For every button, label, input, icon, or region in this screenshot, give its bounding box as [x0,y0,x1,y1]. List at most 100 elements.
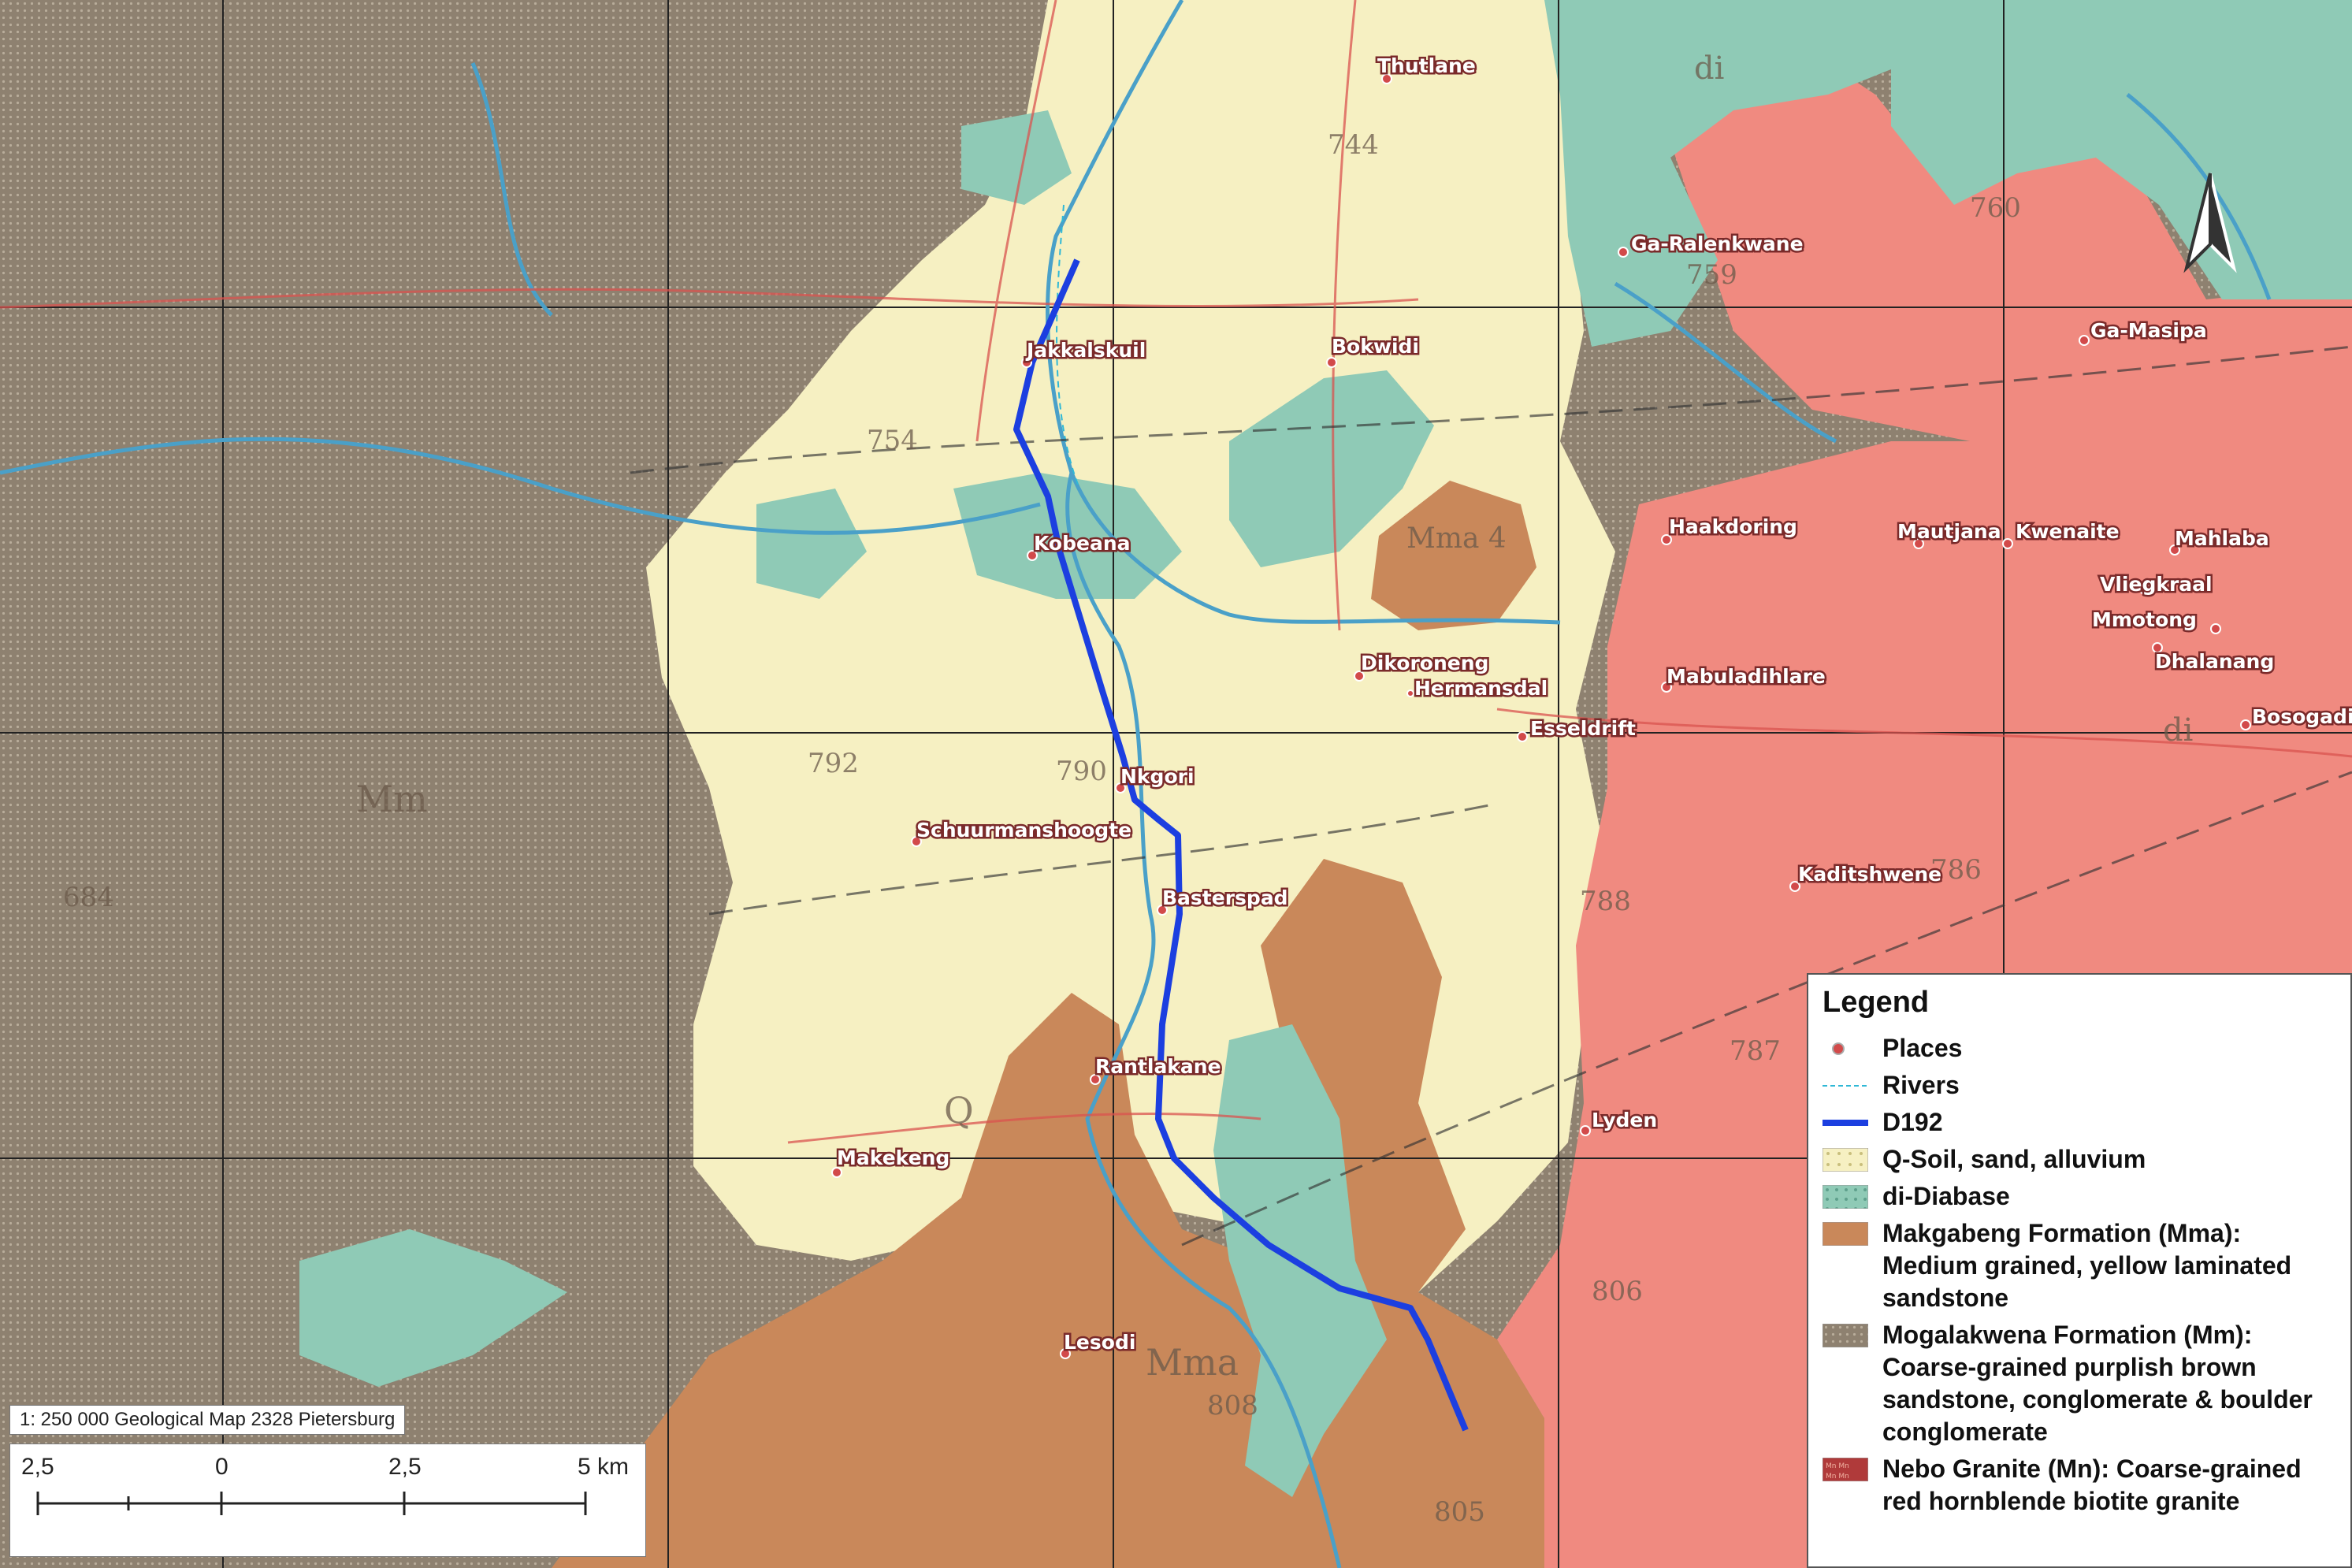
place-label: Dhalanang [2155,650,2274,673]
place-dikoroneng[interactable]: Dikoroneng [1354,650,1491,682]
place-label: Hermansdal [1414,677,1548,700]
map-label-805: 805 [1434,1496,1485,1528]
place-label: Dikoroneng [1361,652,1488,674]
place-label: Bokwidi [1332,335,1419,358]
place-jakkalskuil[interactable]: Jakkalskuil [1021,337,1148,368]
legend-label: Places [1882,1034,1963,1062]
granite-swatch-icon: Mn Mn Mn Mn [1823,1458,1868,1481]
map-label-744: 744 [1328,129,1379,161]
map-label-760: 760 [1970,192,2021,224]
place-basterspad[interactable]: Basterspad [1157,885,1290,916]
map-label-mma-south: Mma [1146,1341,1239,1384]
place-label: Rantlakane [1095,1055,1221,1078]
legend-label: Nebo Granite (Mn): Coarse-grained red ho… [1882,1455,2302,1515]
place-label: Bosogadi [2252,705,2352,728]
diabase-area-west2 [756,489,867,599]
place-label: Ga-Ralenkwane [1631,232,1804,255]
place-bokwidi[interactable]: Bokwidi [1326,333,1421,368]
place-ga-ralenkwane[interactable]: Ga-Ralenkwane [1618,231,1805,258]
river-line-icon [1823,1085,1868,1087]
route-d192[interactable] [1013,258,1469,1432]
place-label: Mautjana [1897,520,2001,543]
place-bosogadi[interactable]: Bosogadi [2240,704,2352,730]
place-label: Mahlaba [2175,527,2269,550]
map-label-di-north: di [1694,50,1724,87]
map-label-754: 754 [867,425,918,456]
place-label: Esseldrift [1530,717,1636,740]
place-ga-masipa[interactable]: Ga-Masipa [2079,318,2209,346]
place-label: Kobeana [1034,532,1131,555]
map-label-mma-north: Mma 4 [1406,522,1507,555]
place-label: Mmotong [2092,608,2197,631]
soil-swatch-icon [1823,1148,1868,1172]
place-esseldrift[interactable]: Esseldrift [1517,715,1638,742]
scale-tick-label: 2,5 [21,1454,54,1480]
map-label-788: 788 [1580,886,1631,917]
place-mmotong[interactable]: Mmotong [2090,607,2221,634]
place-nkgori[interactable]: Nkgori [1115,764,1196,793]
legend-label: di-Diabase [1882,1182,2010,1210]
map-label-806: 806 [1592,1276,1643,1307]
place-label: Lyden [1592,1109,1657,1131]
place-kobeana[interactable]: Kobeana [1027,530,1132,561]
map-label-mm: Mm [356,778,428,820]
makgabeng-swatch-icon [1823,1222,1868,1246]
scale-ruler [36,1492,587,1515]
place-lyden[interactable]: Lyden [1580,1107,1659,1136]
legend-label: Mogalakwena Formation (Mm): Coarse-grain… [1882,1321,2313,1446]
scale-title: 1: 250 000 Geological Map 2328 Pietersbu… [9,1405,406,1435]
legend: Legend Places Rivers D192 Q-Soil, sand, … [1807,973,2352,1568]
north-arrow-icon [2183,173,2237,273]
scale-bar: 2,5 0 2,5 5 km [9,1444,646,1557]
diabase-area-center [1229,370,1434,567]
svg-text:Mn Mn: Mn Mn [1826,1473,1849,1481]
legend-item-granite: Mn Mn Mn Mn Nebo Granite (Mn): Coarse-gra… [1823,1453,2336,1518]
legend-item-soil: Q-Soil, sand, alluvium [1823,1143,2336,1176]
place-label: Kwenaite [2016,520,2120,543]
place-label: Nkgori [1120,765,1195,788]
map-label-di-east: di [2163,712,2193,749]
legend-label: Makgabeng Formation (Mma): Medium graine… [1882,1219,2292,1312]
map-label-q: Q [944,1089,974,1131]
diabase-area-sw [299,1229,567,1387]
place-mabuladihlare[interactable]: Mabuladihlare [1661,663,1827,693]
place-lesodi[interactable]: Lesodi [1060,1329,1138,1359]
place-haakdoring[interactable]: Haakdoring [1661,514,1799,545]
place-label: Schuurmanshoogte [916,819,1131,842]
place-kwenaite[interactable]: Kwenaite [2002,518,2121,549]
place-mautjana[interactable]: Mautjana [1896,518,2003,549]
place-label: Jakkalskuil [1025,339,1146,362]
place-thutlane[interactable]: Thutlane [1376,53,1477,84]
place-rantlakane[interactable]: Rantlakane [1090,1053,1223,1085]
place-label: Vliegkraal [2100,573,2213,596]
map-label-684: 684 [63,882,114,913]
place-dhalanang[interactable]: Dhalanang [2152,642,2276,675]
place-hermansdal[interactable]: Hermansdal [1406,675,1550,702]
map-label-790: 790 [1056,756,1107,787]
place-makekeng[interactable]: Makekeng [831,1145,952,1178]
place-dot-icon [1832,1042,1845,1055]
legend-item-mogalakwena: Mogalakwena Formation (Mm): Coarse-grain… [1823,1319,2336,1448]
place-kaditshwene[interactable]: Kaditshwene [1789,861,1944,892]
legend-label: Q-Soil, sand, alluvium [1882,1145,2146,1173]
river-dashed [1056,204,1080,489]
map-label-792: 792 [808,748,859,779]
map-label-787: 787 [1730,1035,1781,1067]
rivers [0,0,2272,1568]
place-schuurmanshoogte[interactable]: Schuurmanshoogte [911,817,1134,847]
place-mahlaba[interactable]: Mahlaba [2169,526,2271,555]
makgabeng-area-north [1371,481,1536,630]
granite-area-north [1670,32,2352,504]
place-label: Basterspad [1162,886,1288,909]
route-line-icon [1823,1120,1868,1126]
diabase-area-ne [1544,0,1907,347]
places-layer: Thutlane Ga-Ralenkwane Jakkalskuil Bokwi… [831,53,2352,1359]
legend-item-diabase: di-Diabase [1823,1180,2336,1213]
place-vliegkraal[interactable]: Vliegkraal [2098,571,2215,598]
place-label: Lesodi [1064,1331,1135,1354]
legend-item-rivers: Rivers [1823,1069,2336,1102]
place-label: Ga-Masipa [2090,319,2207,342]
diabase-area-west3 [961,110,1072,205]
faults [630,345,2352,1247]
svg-text:Mn Mn: Mn Mn [1826,1462,1849,1470]
